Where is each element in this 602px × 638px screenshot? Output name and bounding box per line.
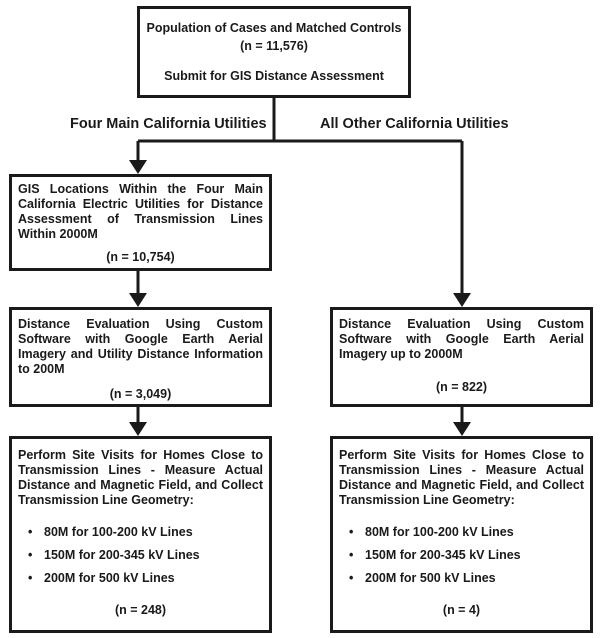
arrow-to-right-eval-box [453, 293, 471, 307]
gis-locations-text: GIS Locations Within the Four Main Calif… [18, 182, 263, 241]
list-item: 200M for 500 kV Lines [349, 571, 584, 586]
left-line-distance-list: 80M for 100-200 kV Lines 150M for 200-34… [18, 525, 263, 586]
left-site-visit-count: (n = 248) [114, 603, 167, 617]
right-line-distance-list: 80M for 100-200 kV Lines 150M for 200-34… [339, 525, 584, 586]
right-site-visit-box: Perform Site Visits for Homes Close to T… [330, 436, 593, 633]
left-site-visit-text: Perform Site Visits for Homes Close to T… [18, 448, 263, 507]
arrow-to-left-eval-box [129, 293, 147, 307]
arrow-to-left-visit-box [129, 422, 147, 436]
list-item: 150M for 200-345 kV Lines [349, 548, 584, 563]
gis-locations-box: GIS Locations Within the Four Main Calif… [9, 174, 272, 271]
right-site-visit-text: Perform Site Visits for Homes Close to T… [339, 448, 584, 507]
population-title: Population of Cases and Matched Controls [146, 21, 402, 35]
right-site-visit-count: (n = 4) [442, 603, 481, 617]
population-count: (n = 11,576) [240, 39, 308, 53]
list-item: 200M for 500 kV Lines [28, 571, 263, 586]
list-item: 150M for 200-345 kV Lines [28, 548, 263, 563]
arrow-to-gis-box [129, 160, 147, 174]
right-distance-eval-count: (n = 822) [435, 380, 488, 394]
branch-label-four-main: Four Main California Utilities [70, 116, 267, 132]
left-distance-eval-count: (n = 3,049) [109, 387, 172, 401]
left-distance-eval-text: Distance Evaluation Using Custom Softwar… [18, 317, 263, 376]
population-box: Population of Cases and Matched Controls… [137, 6, 411, 98]
right-distance-eval-box: Distance Evaluation Using Custom Softwar… [330, 307, 593, 407]
left-site-visit-box: Perform Site Visits for Homes Close to T… [9, 436, 272, 633]
right-distance-eval-text: Distance Evaluation Using Custom Softwar… [339, 317, 584, 361]
list-item: 80M for 100-200 kV Lines [28, 525, 263, 540]
left-distance-eval-box: Distance Evaluation Using Custom Softwar… [9, 307, 272, 407]
branch-label-all-other: All Other California Utilities [320, 116, 509, 132]
list-item: 80M for 100-200 kV Lines [349, 525, 584, 540]
gis-submit-label: Submit for GIS Distance Assessment [164, 69, 384, 83]
arrow-to-right-visit-box [453, 422, 471, 436]
gis-locations-count: (n = 10,754) [106, 250, 175, 264]
